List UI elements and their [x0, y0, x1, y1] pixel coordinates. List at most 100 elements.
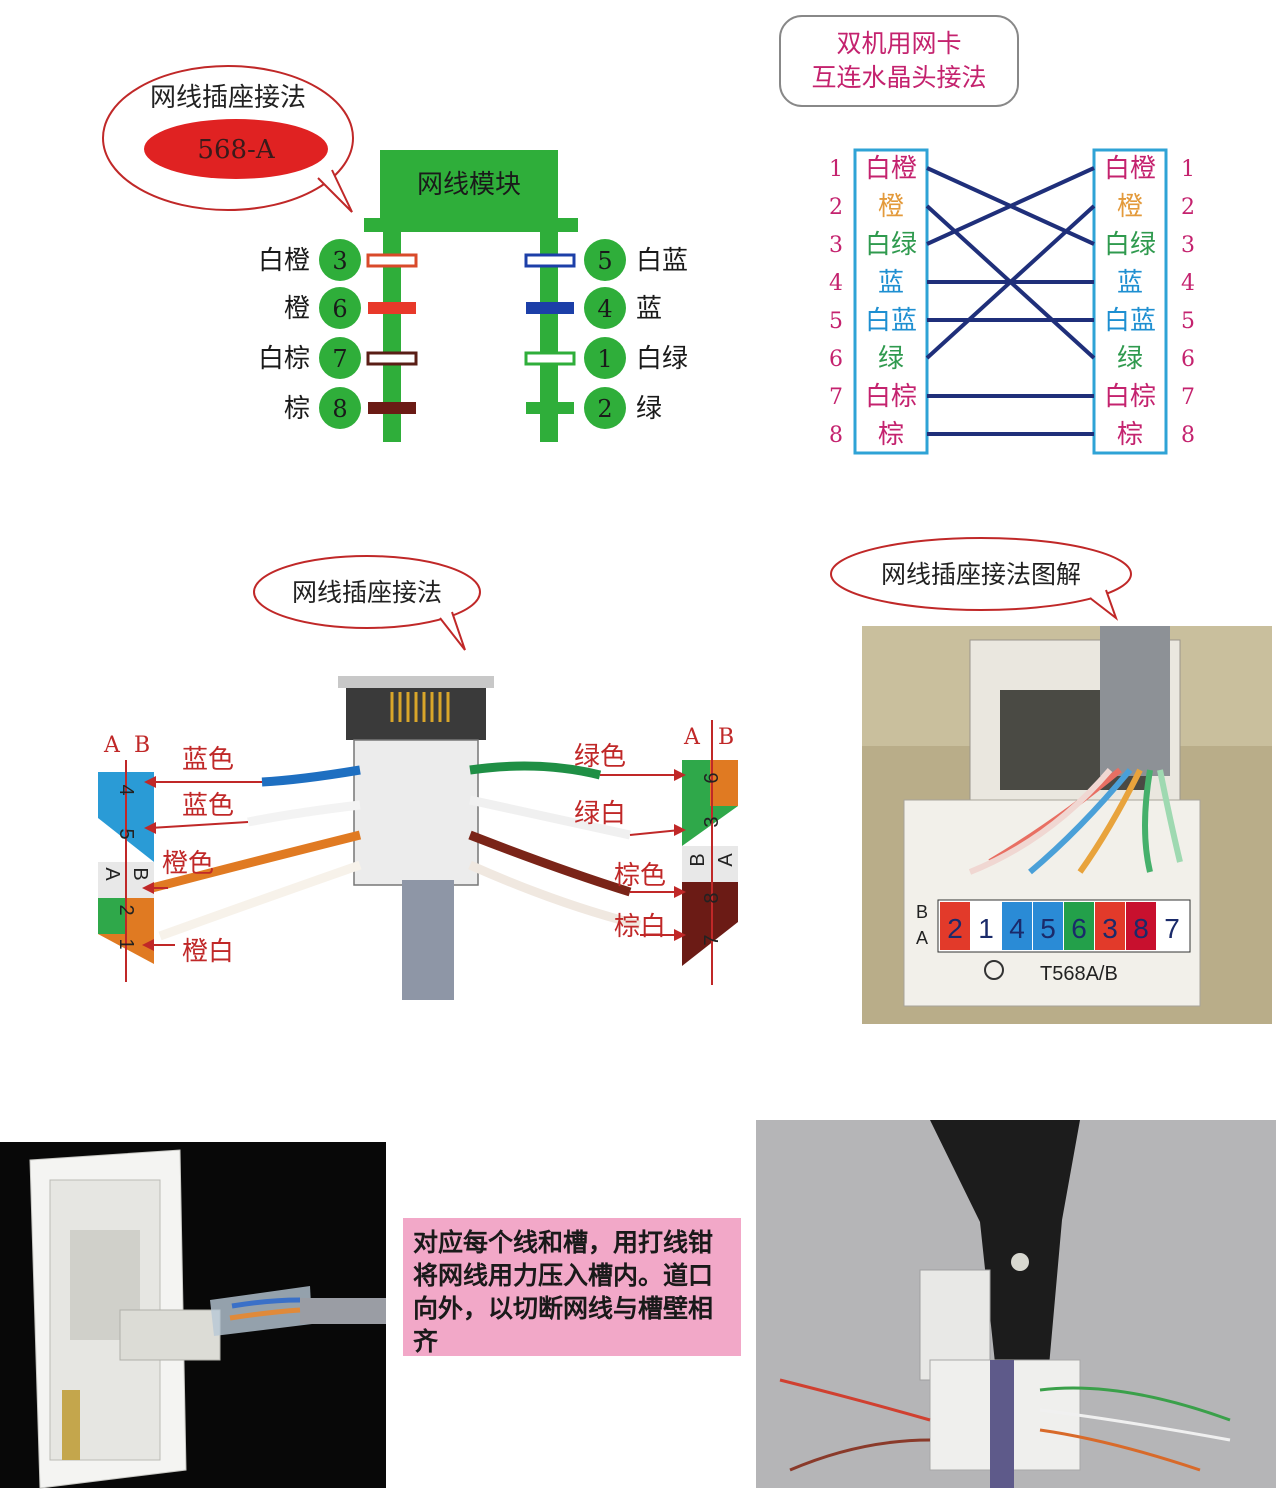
wire-orange [150, 830, 362, 893]
crossover-title-1: 双机用网卡 [836, 29, 961, 58]
strip-cell [1002, 902, 1032, 950]
panel-punchdown-photo [756, 1120, 1276, 1488]
socket-top [338, 676, 494, 688]
label-arrows [142, 769, 686, 951]
module-label: 网线模块 [417, 170, 521, 200]
row-number-right: 4 [1181, 271, 1195, 296]
block-digit-left: B [129, 867, 151, 880]
module-block [380, 150, 558, 220]
speech-bubble-tail [317, 169, 353, 213]
label-orange-white: 橙白 [182, 937, 234, 967]
wire-white-green [469, 795, 631, 840]
pin-label-right: 绿 [636, 394, 662, 424]
socket-block [353, 739, 479, 886]
block-digit-right: 8 [701, 892, 723, 903]
strip-cell [1095, 902, 1125, 950]
wire-white-blue [247, 800, 361, 827]
speech-bubble-tail [1089, 589, 1119, 621]
strip-digit: 8 [1133, 913, 1149, 944]
cable-jacket [1100, 626, 1170, 776]
block-digit-right: 3 [701, 816, 723, 827]
label-green-white: 绿白 [574, 799, 626, 829]
ab-left-a: A [103, 733, 121, 758]
pin-label-left: 棕 [284, 394, 310, 424]
crossover-title-2: 互连水晶头接法 [811, 63, 986, 92]
label-blue: 蓝色 [182, 745, 234, 775]
row-label-left: 橙 [878, 192, 904, 222]
block-digit-left: 5 [115, 828, 137, 839]
row-number-right: 8 [1181, 423, 1195, 448]
wire-white-orange [158, 860, 362, 941]
row-label-right: 棕 [1117, 420, 1143, 450]
strip-digit: 7 [1164, 913, 1180, 944]
row-label-left: 白蓝 [865, 306, 917, 336]
speech-bubble-tail [439, 611, 466, 651]
right-post [540, 232, 558, 442]
block-digit-right: 7 [701, 934, 723, 945]
strip-digit: 3 [1102, 913, 1118, 944]
pin-bar-left [366, 253, 418, 268]
label-green: 绿色 [574, 742, 626, 772]
badge-568a [144, 119, 328, 179]
pin-bar-right [526, 402, 574, 414]
strip-letter-b: B [916, 902, 928, 922]
pin-circle-left [319, 287, 361, 329]
strip-cell [971, 902, 1001, 950]
jack-pins [390, 692, 450, 722]
speech-bubble [253, 555, 481, 629]
right-connector-box [1092, 148, 1168, 455]
pin-circle-right [584, 337, 626, 379]
row-label-left: 白棕 [865, 382, 917, 412]
pin-bar-right [524, 351, 576, 366]
label-brown-white: 棕白 [614, 912, 666, 942]
label-blue-2: 蓝色 [182, 791, 234, 821]
ab-right-b: B [718, 725, 734, 750]
pin-circle-right [584, 287, 626, 329]
bubble-title: 网线插座接法 [150, 83, 306, 113]
block-digit-left: 1 [115, 938, 137, 949]
strip-cell [940, 902, 970, 950]
strip-letter-a: A [916, 928, 928, 948]
speech-bubble [830, 537, 1132, 611]
strip-digit: 2 [947, 913, 963, 944]
pin-number-right: 4 [597, 295, 612, 323]
pin-bar-right [526, 302, 574, 314]
block-digit-left: 2 [115, 904, 137, 915]
row-number-left: 8 [829, 423, 843, 448]
wire-brown [468, 830, 632, 897]
pin-label-right: 白蓝 [636, 246, 688, 276]
strip-cell [1033, 902, 1063, 950]
row-number-left: 2 [829, 195, 843, 220]
strip-cell [1064, 902, 1094, 950]
pin-label-right: 蓝 [636, 294, 662, 324]
pin-number-left: 3 [332, 247, 347, 275]
row-number-left: 5 [829, 309, 843, 334]
pin-circle-right [584, 387, 626, 429]
left-connector-box [853, 148, 929, 455]
pin-number-left: 6 [332, 295, 347, 323]
module-base [364, 218, 578, 232]
row-label-left: 绿 [878, 344, 904, 374]
row-number-right: 2 [1181, 195, 1195, 220]
pin-number-left: 8 [332, 395, 347, 423]
row-label-right: 橙 [1117, 192, 1143, 222]
pin-circle-left [319, 337, 361, 379]
row-label-right: 蓝 [1117, 268, 1143, 298]
row-label-right: 白棕 [1104, 382, 1156, 412]
pin-number-left: 7 [332, 345, 347, 373]
pin-number-right: 1 [597, 345, 612, 373]
wire-blue [261, 765, 361, 787]
badge-text: 568-A [197, 135, 275, 165]
bubble-title: 网线插座接法图解 [881, 560, 1081, 589]
pin-bar-left [368, 402, 416, 414]
row-number-left: 7 [829, 385, 843, 410]
pin-label-left: 橙 [284, 294, 310, 324]
block-digit-left: 4 [115, 784, 137, 795]
pin-bar-left [368, 302, 416, 314]
wire-green [469, 761, 602, 780]
strip-digit: 4 [1009, 913, 1025, 944]
model-text: T568A/B [1040, 963, 1118, 985]
block-digit-left: A [101, 867, 123, 881]
